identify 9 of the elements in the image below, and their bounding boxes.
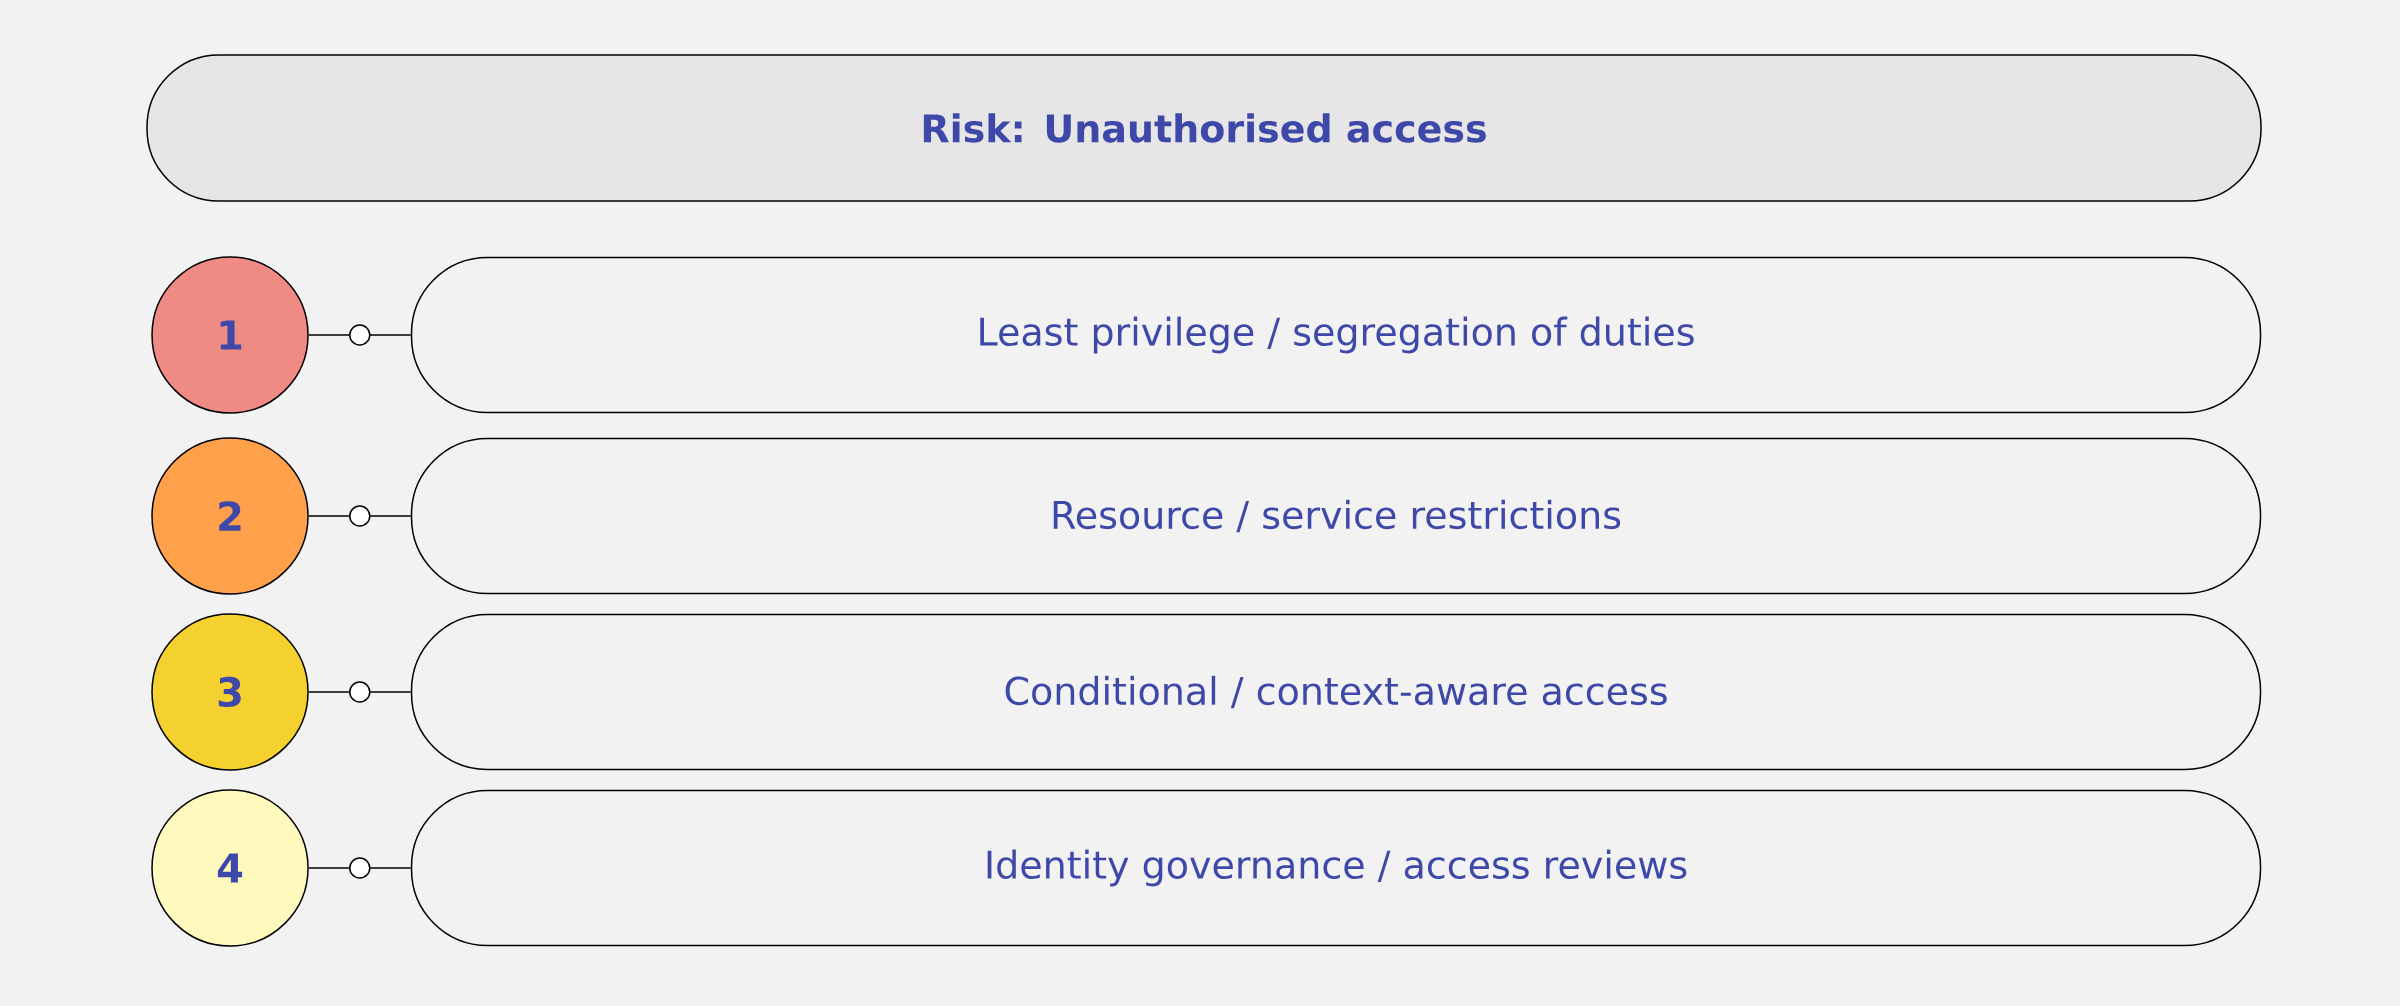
- item-pill: Identity governance / access reviews: [410, 789, 2262, 947]
- connector: [308, 681, 412, 703]
- connector: [308, 857, 412, 879]
- item-pill: Conditional / context-aware access: [410, 613, 2262, 771]
- connector: [308, 324, 412, 346]
- title-banner: Risk: Unauthorised access: [146, 54, 2262, 202]
- connector: [308, 505, 412, 527]
- item-pill: Least privilege / segregation of duties: [410, 256, 2262, 414]
- item-pill: Resource / service restrictions: [410, 437, 2262, 595]
